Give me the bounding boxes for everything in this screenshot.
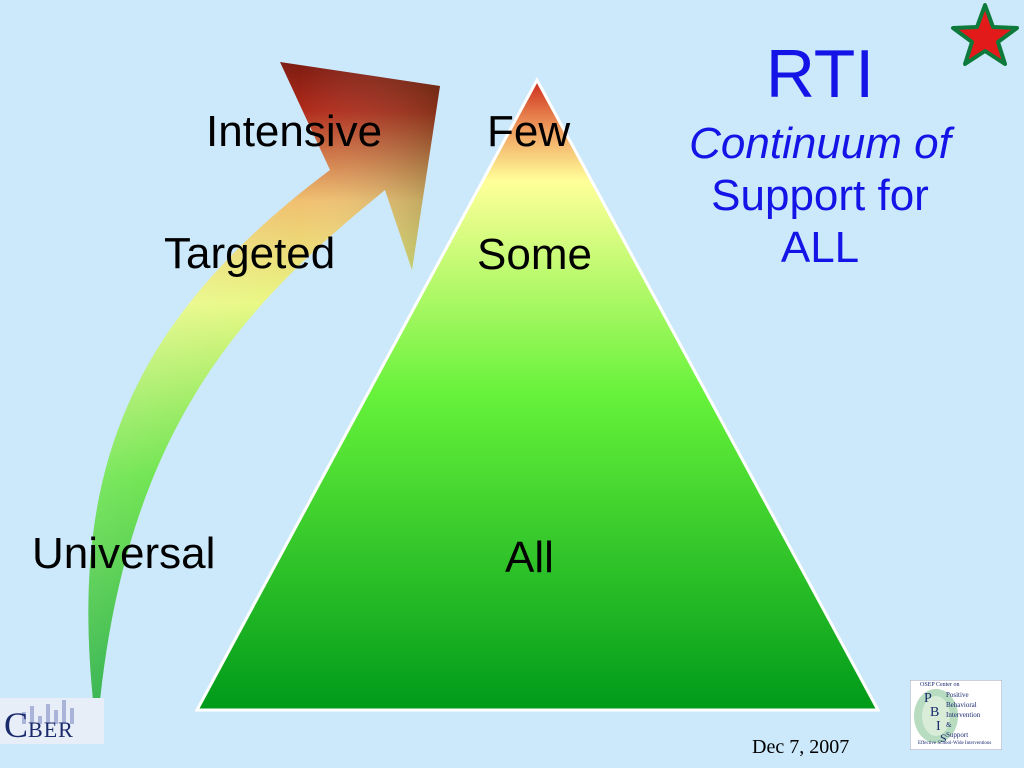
tier-label-targeted: Targeted <box>164 229 336 278</box>
pbis-line: Positive <box>946 691 969 699</box>
slide-title: RTI Continuum of Support for ALL <box>650 40 990 274</box>
pbis-line: Intervention <box>946 711 981 719</box>
tier-pyramid <box>194 76 881 712</box>
continuum-arrow-shade <box>88 62 440 700</box>
title-subtitle-line3: ALL <box>780 223 860 272</box>
svg-text:B: B <box>930 705 939 720</box>
pyramid-label-all: All <box>505 533 554 582</box>
title-subtitle-line2: Support for <box>711 171 929 220</box>
cber-logo: CBER <box>0 698 104 745</box>
pbis-header: OSEP Center on <box>920 682 960 688</box>
cber-initial: C <box>4 705 29 745</box>
cber-bar-graphic <box>0 698 104 744</box>
slide-date: Dec 7, 2007 <box>752 736 850 758</box>
svg-text:S: S <box>940 731 947 745</box>
pbis-tagline: Effective School-Wide Interventions <box>918 741 992 746</box>
tier-label-universal: Universal <box>32 529 216 578</box>
pbis-globe-graphic: P B I S <box>910 680 1002 750</box>
pbis-line: Behavioral <box>946 701 977 709</box>
tier-label-intensive: Intensive <box>206 107 383 156</box>
title-main: RTI <box>765 36 875 112</box>
pyramid-label-few: Few <box>487 107 571 156</box>
svg-text:I: I <box>936 719 941 734</box>
cber-rest: BER <box>28 717 74 742</box>
pyramid-label-some: Some <box>477 230 592 279</box>
pbis-logo: P B I S OSEP Center on Positive Behavior… <box>910 680 1002 750</box>
star-icon <box>951 3 1019 66</box>
pbis-line: & <box>946 721 952 729</box>
pbis-line: Support <box>946 731 969 739</box>
title-subtitle: Continuum of <box>689 119 951 168</box>
svg-text:P: P <box>924 691 932 706</box>
pbis-lines: Positive Behavioral Intervention & Suppo… <box>946 690 980 740</box>
